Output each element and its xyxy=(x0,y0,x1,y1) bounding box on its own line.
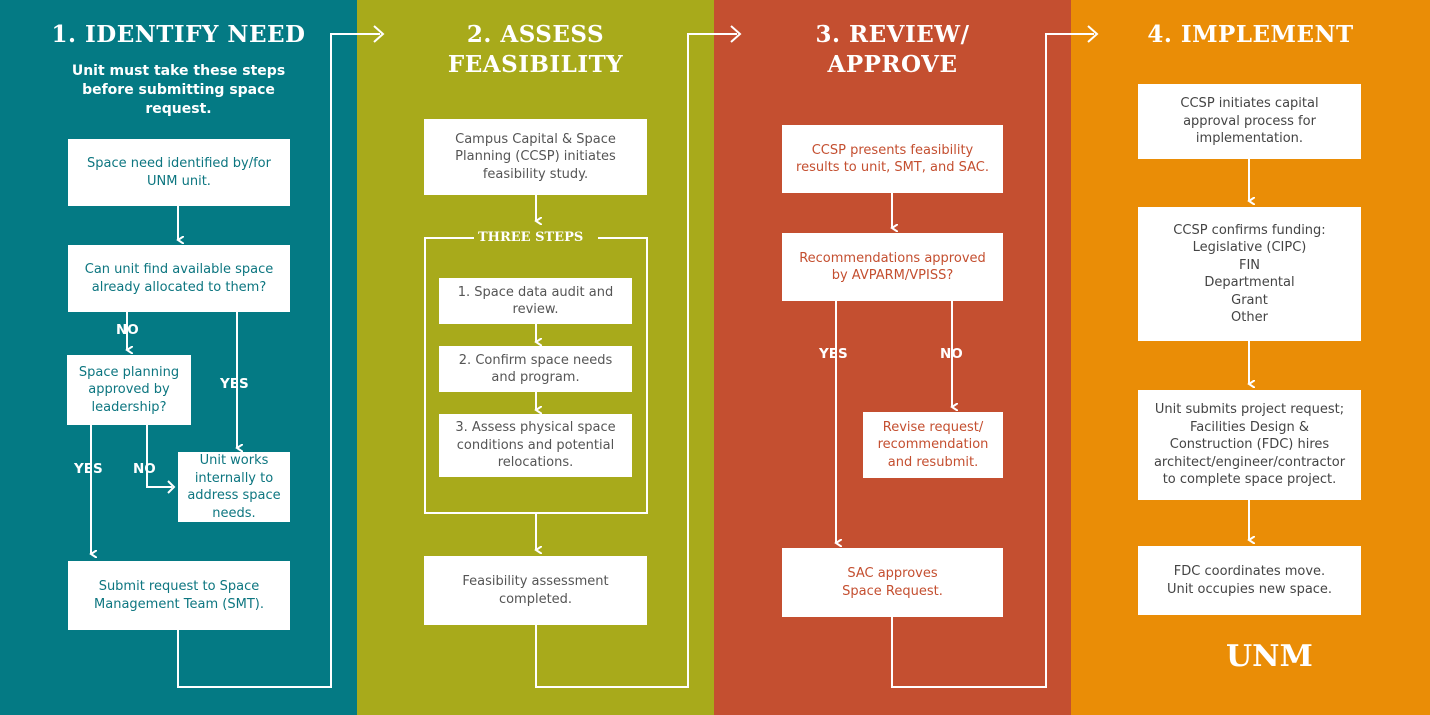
identify-subtitle: Unit must take these steps before submit… xyxy=(71,63,286,117)
box-space-planning-approved: Space planning approved by leadership? xyxy=(67,355,191,425)
connector-col2-to-col3 xyxy=(535,33,737,688)
box-unit-works-internally: Unit works internally to address space n… xyxy=(178,452,290,522)
connector-col1-to-col2 xyxy=(177,33,380,688)
box-revise-request: Revise request/ recommendation and resub… xyxy=(863,412,1003,478)
box-feasibility-completed: Feasibility assessment completed. xyxy=(424,556,647,625)
box-unit-submits-project: Unit submits project request; Facilities… xyxy=(1138,390,1361,500)
label-no-find: NO xyxy=(116,322,139,338)
arrowhead-planning-no xyxy=(167,480,176,494)
arrow-planning-no xyxy=(146,425,172,488)
label-no-planning: NO xyxy=(133,461,156,477)
box-fdc-coordinates-move: FDC coordinates move. Unit occupies new … xyxy=(1138,546,1361,615)
connector-col3-to-col4 xyxy=(891,33,1094,688)
box-ccsp-capital-approval: CCSP initiates capital approval process … xyxy=(1138,84,1361,159)
label-yes-planning: YES xyxy=(74,461,103,477)
box-ccsp-presents-results: CCSP presents feasibility results to uni… xyxy=(782,125,1003,193)
label-yes-recommend: YES xyxy=(819,346,848,362)
heading-implement: 4. IMPLEMENT xyxy=(1147,21,1354,48)
arrowhead-col1-to-col2 xyxy=(373,25,385,43)
label-no-recommend: NO xyxy=(940,346,963,362)
box-step-assess-conditions: 3. Assess physical space conditions and … xyxy=(439,414,632,477)
heading-identify-need: 1. IDENTIFY NEED xyxy=(51,21,306,48)
box-find-available-space: Can unit find available space already al… xyxy=(68,245,290,312)
heading-review-approve: 3. REVIEW/ APPROVE xyxy=(815,21,970,78)
arrowhead-col2-to-col3 xyxy=(730,25,742,43)
box-step-confirm-needs: 2. Confirm space needs and program. xyxy=(439,346,632,392)
box-sac-approves: SAC approves Space Request. xyxy=(782,548,1003,617)
box-ccsp-initiates-study: Campus Capital & Space Planning (CCSP) i… xyxy=(424,119,647,195)
box-step-data-audit: 1. Space data audit and review. xyxy=(439,278,632,324)
unm-logo: UNM xyxy=(1226,639,1313,674)
box-ccsp-confirms-funding: CCSP confirms funding: Legislative (CIPC… xyxy=(1138,207,1361,341)
label-three-steps: THREE STEPS xyxy=(474,230,588,245)
box-space-need-identified: Space need identified by/for UNM unit. xyxy=(68,139,290,206)
arrowhead-col3-to-col4 xyxy=(1087,25,1099,43)
label-yes-find: YES xyxy=(220,376,249,392)
box-submit-request-smt: Submit request to Space Management Team … xyxy=(68,561,290,630)
heading-assess-feasibility: 2. ASSESS FEASIBILITY xyxy=(447,21,624,78)
box-recommendations-approved: Recommendations approved by AVPARM/VPISS… xyxy=(782,233,1003,301)
